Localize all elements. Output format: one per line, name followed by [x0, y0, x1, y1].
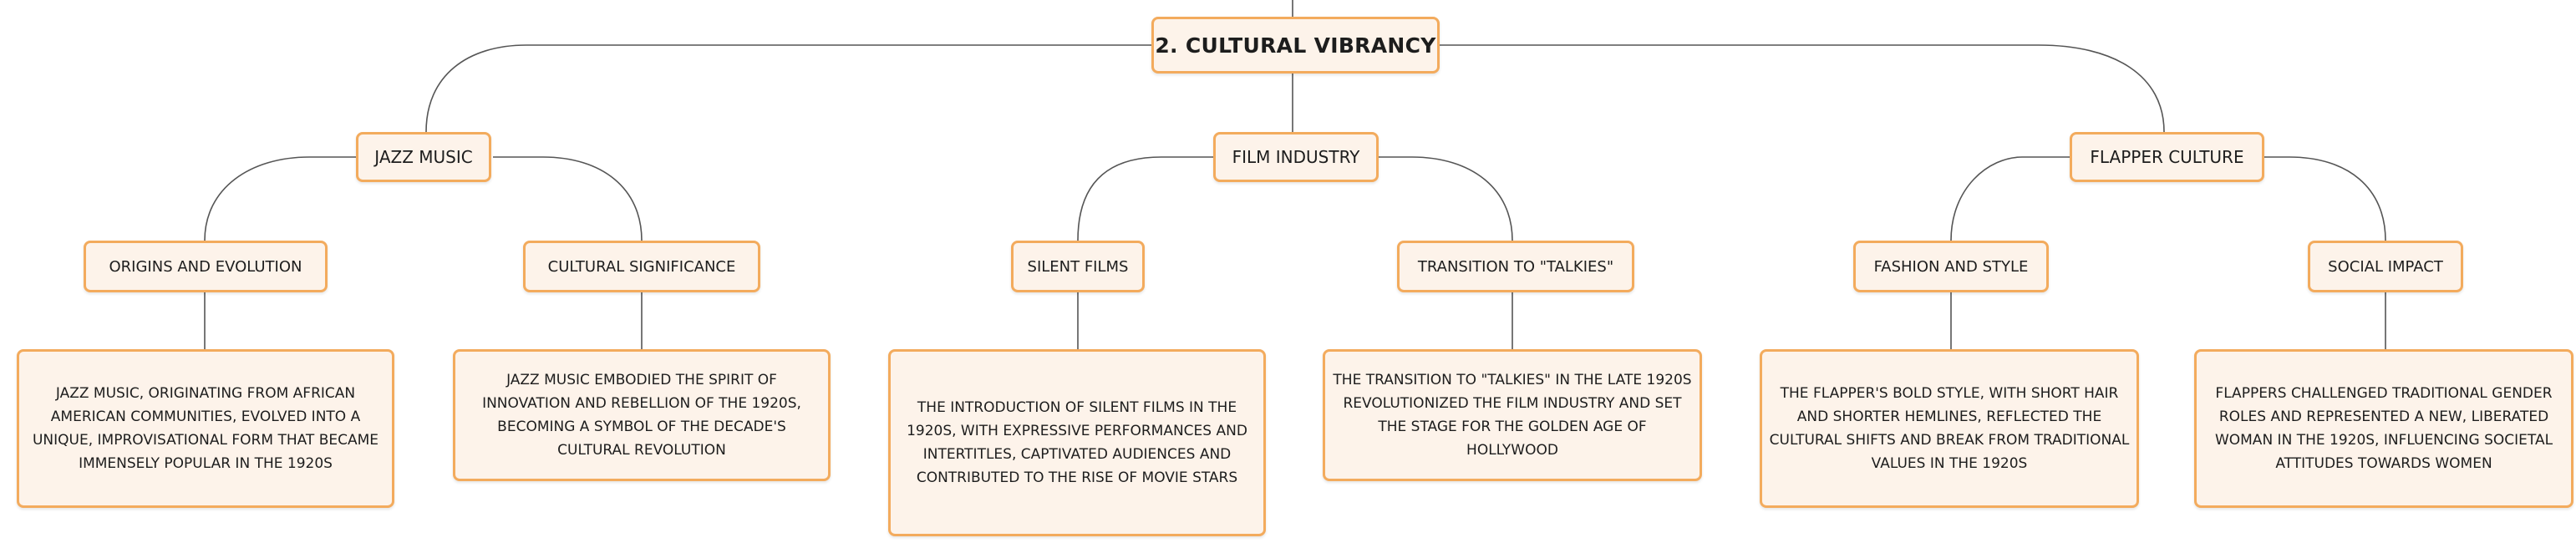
connector-jazz-origins [204, 156, 356, 241]
leaf-label: TRANSITION TO "TALKIES" [1417, 257, 1614, 276]
text-node-social-impact[interactable]: FLAPPERS CHALLENGED TRADITIONAL GENDER R… [2194, 349, 2573, 508]
text-node-cultural-significance[interactable]: JAZZ MUSIC EMBODIED THE SPIRIT OF INNOVA… [453, 349, 831, 481]
leaf-node-fashion-and-style[interactable]: FASHION AND STYLE [1853, 241, 2049, 292]
description-text: THE INTRODUCTION OF SILENT FILMS IN THE … [907, 399, 1247, 486]
connector-jazz-significance [493, 156, 643, 241]
root-label: 2. CULTURAL VIBRANCY [1155, 33, 1436, 58]
text-node-fashion-and-style[interactable]: THE FLAPPER'S BOLD STYLE, WITH SHORT HAI… [1760, 349, 2139, 508]
connector-flapper-social [2263, 156, 2386, 241]
branch-label: FLAPPER CULTURE [2090, 147, 2244, 167]
text-node-origins-and-evolution[interactable]: JAZZ MUSIC, ORIGINATING FROM AFRICAN AME… [17, 349, 394, 508]
leaf-node-transition-to-talkies[interactable]: TRANSITION TO "TALKIES" [1397, 241, 1634, 292]
branch-node-film-industry[interactable]: FILM INDUSTRY [1213, 132, 1379, 182]
description-text: THE TRANSITION TO "TALKIES" IN THE LATE … [1333, 372, 1692, 459]
description-text: THE FLAPPER'S BOLD STYLE, WITH SHORT HAI… [1769, 385, 2130, 472]
description-text: JAZZ MUSIC, ORIGINATING FROM AFRICAN AME… [32, 385, 379, 472]
connector-root-flapper [1435, 44, 2165, 133]
description-text: FLAPPERS CHALLENGED TRADITIONAL GENDER R… [2214, 385, 2553, 472]
branch-node-flapper-culture[interactable]: FLAPPER CULTURE [2070, 132, 2264, 182]
leaf-node-origins-and-evolution[interactable]: ORIGINS AND EVOLUTION [84, 241, 328, 292]
text-node-silent-films[interactable]: THE INTRODUCTION OF SILENT FILMS IN THE … [888, 349, 1266, 536]
connector-film-talkies [1377, 156, 1513, 241]
branch-label: FILM INDUSTRY [1232, 147, 1360, 167]
leaf-label: SILENT FILMS [1027, 257, 1129, 276]
leaf-label: ORIGINS AND EVOLUTION [109, 257, 302, 276]
connector-flapper-fashion [1950, 156, 2070, 241]
leaf-node-cultural-significance[interactable]: CULTURAL SIGNIFICANCE [523, 241, 760, 292]
leaf-label: FASHION AND STYLE [1873, 257, 2029, 276]
description-text: JAZZ MUSIC EMBODIED THE SPIRIT OF INNOVA… [482, 372, 801, 459]
connector-film-silent [1077, 156, 1213, 241]
text-node-transition-to-talkies[interactable]: THE TRANSITION TO "TALKIES" IN THE LATE … [1323, 349, 1702, 481]
leaf-node-silent-films[interactable]: SILENT FILMS [1011, 241, 1145, 292]
leaf-label: SOCIAL IMPACT [2328, 257, 2443, 276]
leaf-node-social-impact[interactable]: SOCIAL IMPACT [2308, 241, 2463, 292]
connector-root-jazz [425, 44, 1152, 133]
leaf-label: CULTURAL SIGNIFICANCE [547, 257, 736, 276]
branch-label: JAZZ MUSIC [374, 147, 473, 167]
branch-node-jazz-music[interactable]: JAZZ MUSIC [356, 132, 491, 182]
root-node[interactable]: 2. CULTURAL VIBRANCY [1151, 17, 1440, 74]
